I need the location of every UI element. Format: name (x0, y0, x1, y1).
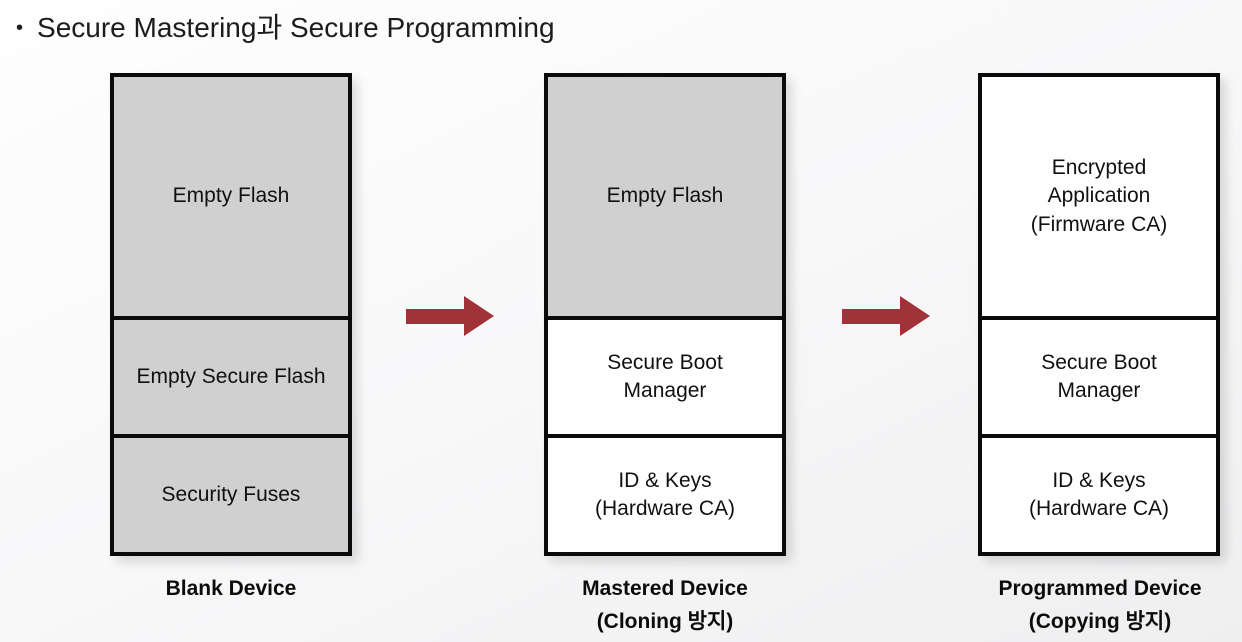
arrow-right-icon (842, 296, 930, 336)
blank-empty-flash-section: Empty Flash (114, 77, 348, 316)
programmed-secure-boot-manager-section: Secure Boot Manager (982, 316, 1216, 434)
caption-line-1: Blank Device (165, 577, 297, 600)
bullet-icon: • (16, 16, 24, 39)
slide-title-text: Secure Mastering과 Secure Programming (37, 12, 555, 43)
mastered-id-keys-section: ID & Keys (Hardware CA) (548, 434, 782, 552)
programmed-device-caption: Programmed Device (Copying 방지) (949, 572, 1242, 638)
arrow-head (464, 296, 494, 336)
arrow-shaft (406, 308, 464, 324)
blank-security-fuses-section: Security Fuses (114, 434, 348, 552)
blank-device-stack: Empty Flash Empty Secure Flash Security … (110, 73, 352, 556)
arrow-head (900, 296, 930, 336)
mastered-device-caption: Mastered Device (Cloning 방지) (514, 572, 816, 638)
mastered-device-stack: Empty Flash Secure Boot Manager ID & Key… (544, 73, 786, 556)
caption-line-2: (Copying 방지) (1028, 610, 1172, 633)
mastered-secure-boot-manager-section: Secure Boot Manager (548, 316, 782, 434)
arrow-shaft (842, 308, 900, 324)
programmed-encrypted-application-section: Encrypted Application (Firmware CA) (982, 77, 1216, 316)
caption-line-1: Mastered Device (582, 577, 748, 600)
programmed-device-stack: Encrypted Application (Firmware CA) Secu… (978, 73, 1220, 556)
slide-title: • Secure Mastering과 Secure Programming (16, 6, 555, 46)
programmed-id-keys-section: ID & Keys (Hardware CA) (982, 434, 1216, 552)
blank-device-caption: Blank Device (80, 572, 382, 605)
arrow-right-icon (406, 296, 494, 336)
mastered-empty-flash-section: Empty Flash (548, 77, 782, 316)
caption-line-1: Programmed Device (998, 577, 1202, 600)
blank-empty-secure-flash-section: Empty Secure Flash (114, 316, 348, 434)
caption-line-2: (Cloning 방지) (596, 610, 734, 633)
